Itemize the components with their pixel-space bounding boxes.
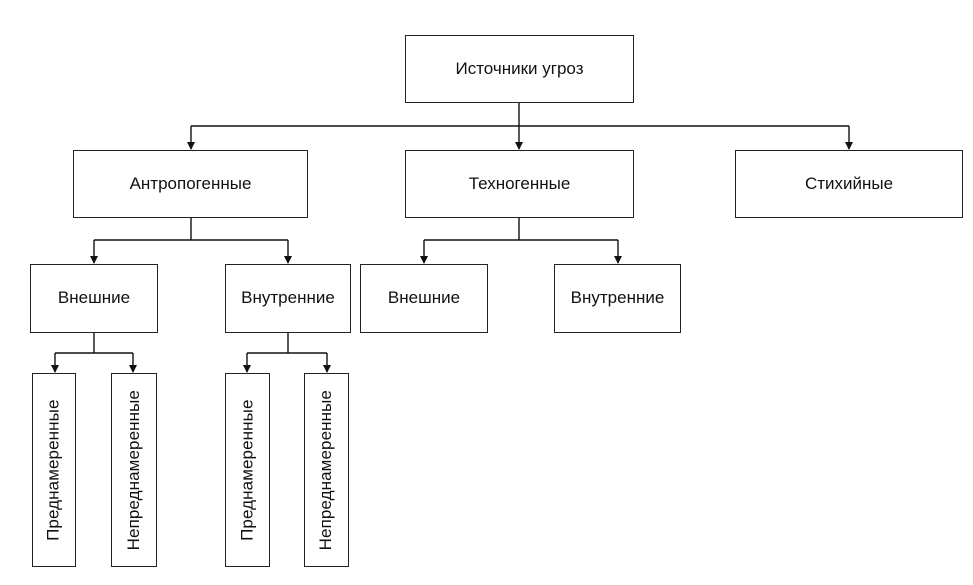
internal-intentional-label: Преднамеренные [237,399,257,541]
external-intentional-label: Преднамеренные [43,399,63,541]
anthropogenic-node-label: Антропогенные [129,173,252,193]
technogenic-external-label: Внешние [387,288,461,308]
technogenic-internal-node: Внутренние [554,264,681,333]
anthropogenic-external-node: Внешние [30,264,158,333]
natural-node: Стихийные [735,150,963,218]
root-node-label: Источники угроз [455,58,584,78]
external-unintentional-node: Непреднамеренные [111,373,157,567]
anthropogenic-node: Антропогенные [73,150,308,218]
internal-unintentional-node: Непреднамеренные [304,373,349,567]
anthropogenic-internal-label: Внутренние [241,288,335,308]
internal-intentional-node: Преднамеренные [225,373,270,567]
technogenic-node: Техногенные [405,150,634,218]
technogenic-node-label: Техногенные [468,173,571,193]
natural-node-label: Стихийные [804,173,894,193]
external-unintentional-label: Непреднамеренные [123,389,143,551]
anthropogenic-internal-node: Внутренние [225,264,351,333]
technogenic-external-node: Внешние [360,264,488,333]
root-node: Источники угроз [405,35,634,103]
external-intentional-node: Преднамеренные [32,373,76,567]
anthropogenic-external-label: Внешние [57,288,131,308]
technogenic-internal-label: Внутренние [570,288,665,308]
internal-unintentional-label: Непреднамеренные [316,389,336,551]
